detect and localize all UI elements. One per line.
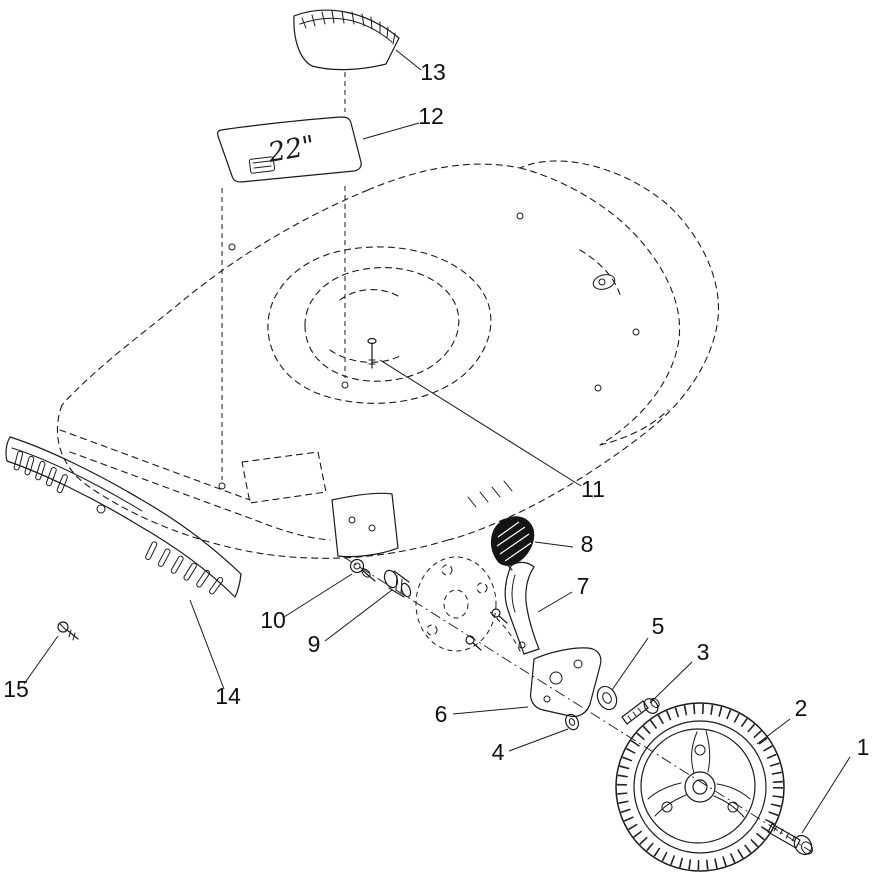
chute-hatching <box>301 10 396 45</box>
callout-12: 12 <box>418 103 444 129</box>
deck-rear-pivot <box>592 274 616 290</box>
tire-tread <box>617 704 783 870</box>
tire-outer <box>615 702 785 872</box>
wheel-spokes <box>647 730 751 818</box>
callout-4: 4 <box>492 739 505 765</box>
wheel-rim <box>640 728 756 844</box>
assembly-axis-line <box>341 555 813 853</box>
callout-15: 15 <box>3 676 29 702</box>
part-8-grip <box>490 516 535 571</box>
callout-5: 5 <box>652 613 665 639</box>
callout-11: 11 <box>581 476 605 502</box>
decal-logo <box>248 156 276 174</box>
part-3-bolt <box>621 698 660 725</box>
part-14-front-baffle <box>5 436 242 598</box>
part-9-spacer <box>383 569 412 598</box>
wheel-hub <box>684 771 716 803</box>
callout-8: 8 <box>581 531 594 557</box>
callout-9: 9 <box>308 631 321 657</box>
part-2-wheel <box>615 702 785 872</box>
deck-vent-hatching <box>467 480 513 508</box>
callout-6: 6 <box>435 701 448 727</box>
callout-7: 7 <box>577 573 590 599</box>
leader-lines <box>23 49 851 834</box>
part-15-screw <box>57 621 79 641</box>
callout-2: 2 <box>795 695 808 721</box>
callout-14: 14 <box>215 683 241 709</box>
deck-holes <box>228 212 640 392</box>
callout-labels: 1 2 3 4 5 6 7 8 9 10 11 12 13 14 15 <box>3 59 869 765</box>
part-10-bolt <box>349 558 376 582</box>
part-5-washer <box>596 685 618 711</box>
deck-wheel-bracket-boss <box>331 492 399 558</box>
part-1-axle-bolt <box>767 823 813 856</box>
part-4-washer <box>564 713 580 731</box>
adjuster-pins <box>465 608 508 651</box>
grip-hatching <box>496 521 532 562</box>
part-7-lever <box>504 561 540 655</box>
callout-13: 13 <box>420 59 446 85</box>
tire-inner <box>633 720 767 854</box>
baffle-slots-right <box>145 541 224 595</box>
part-11-center-bolt <box>367 337 377 369</box>
alignment-lines <box>218 72 813 853</box>
callout-3: 3 <box>697 639 710 665</box>
mower-deck <box>56 160 720 559</box>
part-6-bracket <box>529 647 602 718</box>
part-13-chute-cover <box>293 9 400 71</box>
baffle-slots-left <box>13 450 68 494</box>
callout-10: 10 <box>260 607 286 633</box>
part-12-decal-plate: 22" <box>217 116 362 183</box>
callout-1: 1 <box>857 734 870 760</box>
decal-size-text: 22" <box>265 130 317 169</box>
adjuster-gear-plate <box>415 556 523 656</box>
deck-front-panel <box>241 451 327 504</box>
